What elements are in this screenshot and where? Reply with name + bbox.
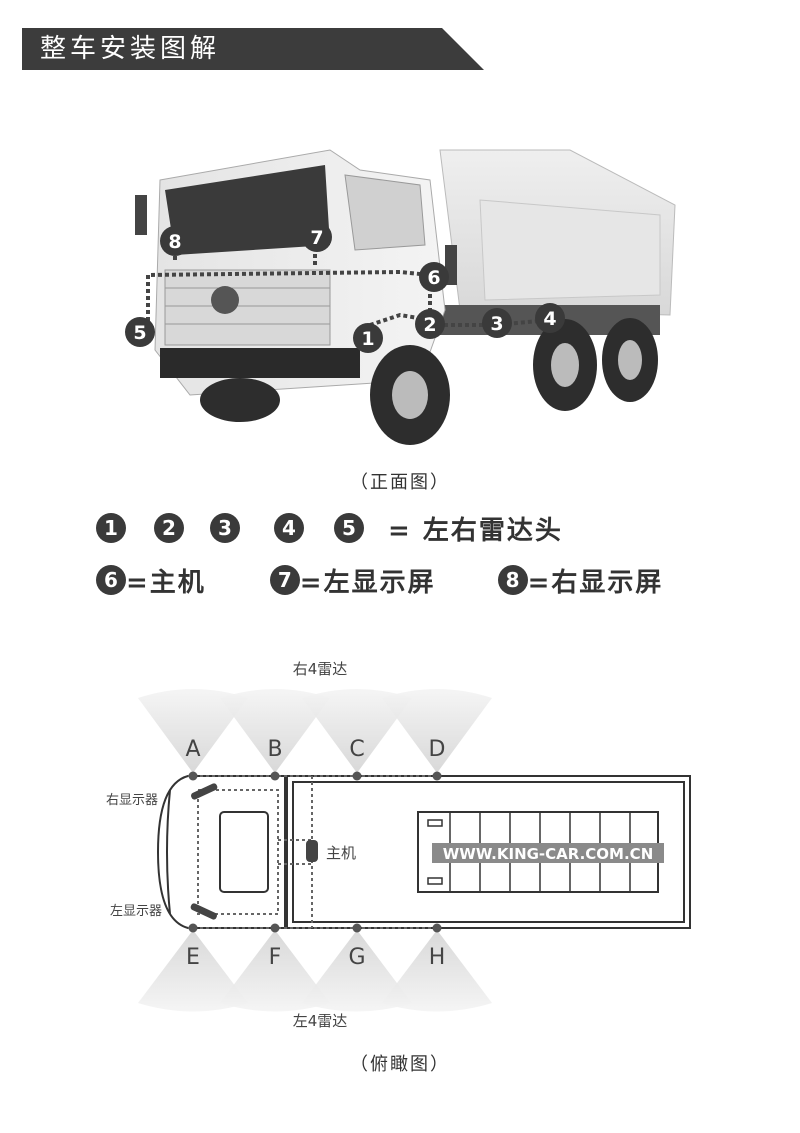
sensor-h-label: H	[429, 945, 446, 970]
right-radar-label: 右4雷达	[293, 660, 348, 678]
legend-badge-5: 5	[334, 513, 364, 543]
mirror-left	[135, 195, 147, 235]
legend-badge-7: 7	[270, 565, 300, 595]
right-display-label: 右显示器	[106, 793, 158, 808]
legend-host-text: =主机	[126, 562, 206, 599]
legend-badge-6: 6	[96, 565, 126, 595]
top-view-caption: （俯瞰图）	[0, 1050, 800, 1076]
sensor-d-label: D	[429, 737, 446, 762]
svg-text:2: 2	[423, 314, 436, 336]
legend-badge-1: 1	[96, 513, 126, 543]
marker-1: 1	[353, 323, 383, 353]
header-banner: 整车安装图解	[22, 28, 492, 70]
marker-6: 6	[419, 262, 449, 292]
left-display-label: 左显示器	[110, 904, 162, 919]
sensor-f-label: F	[269, 945, 282, 970]
svg-text:4: 4	[543, 308, 556, 330]
svg-text:8: 8	[168, 231, 181, 253]
left-display-icon	[190, 902, 218, 920]
truck-front-illustration: 1 2 3 4 5 6 7 8	[100, 110, 700, 450]
brand-logo-icon	[211, 286, 239, 314]
sensor-b-label: B	[267, 737, 282, 762]
sensor-c-label: C	[349, 737, 364, 762]
marker-3: 3	[482, 308, 512, 338]
svg-text:1: 1	[361, 328, 374, 350]
dump-side	[480, 200, 660, 300]
legend-left-text: =左显示屏	[300, 562, 436, 599]
page-title: 整车安装图解	[40, 32, 220, 66]
legend-right-text: =右显示屏	[528, 562, 664, 599]
watermark-text: WWW.KING-CAR.COM.CN	[443, 845, 654, 863]
legend-host: 6 =主机	[96, 562, 206, 599]
marker-7: 7	[302, 222, 332, 252]
host-label: 主机	[326, 844, 356, 862]
bottom-radar-cones	[138, 930, 492, 1012]
svg-text:6: 6	[427, 267, 440, 289]
legend-badge-4: 4	[274, 513, 304, 543]
legend-right-display: 8 =右显示屏	[498, 562, 664, 599]
marker-8: 8	[160, 226, 190, 256]
legend-left-display: 7 =左显示屏	[270, 562, 436, 599]
marker-2: 2	[415, 309, 445, 339]
marker-5: 5	[125, 317, 155, 347]
svg-text:7: 7	[310, 227, 323, 249]
legend-badge-8: 8	[498, 565, 528, 595]
marker-4: 4	[535, 303, 565, 333]
legend-row-devices: 6 =主机 7 =左显示屏 8 =右显示屏	[96, 558, 663, 602]
truck-top-view-diagram: 右4雷达 A B C D E F G H	[80, 650, 720, 1050]
sensor-a-label: A	[185, 737, 200, 762]
sensor-e-label: E	[186, 945, 200, 970]
left-radar-label: 左4雷达	[293, 1012, 348, 1030]
sensor-g-label: G	[348, 945, 365, 970]
legend-badge-2: 2	[154, 513, 184, 543]
legend-badge-3: 3	[210, 513, 240, 543]
front-wheel-left	[200, 378, 280, 422]
legend-row-radar: 1 2 3 4 5 = 左右雷达头	[96, 506, 563, 550]
bumper	[160, 348, 360, 378]
right-display-icon	[190, 782, 218, 800]
grille	[165, 270, 330, 345]
side-window	[345, 175, 425, 250]
svg-text:3: 3	[490, 313, 503, 335]
legend-radar-text: = 左右雷达头	[388, 510, 563, 547]
front-view-caption: （正面图）	[0, 468, 800, 494]
svg-text:5: 5	[133, 322, 146, 344]
host-unit-icon	[306, 840, 318, 862]
